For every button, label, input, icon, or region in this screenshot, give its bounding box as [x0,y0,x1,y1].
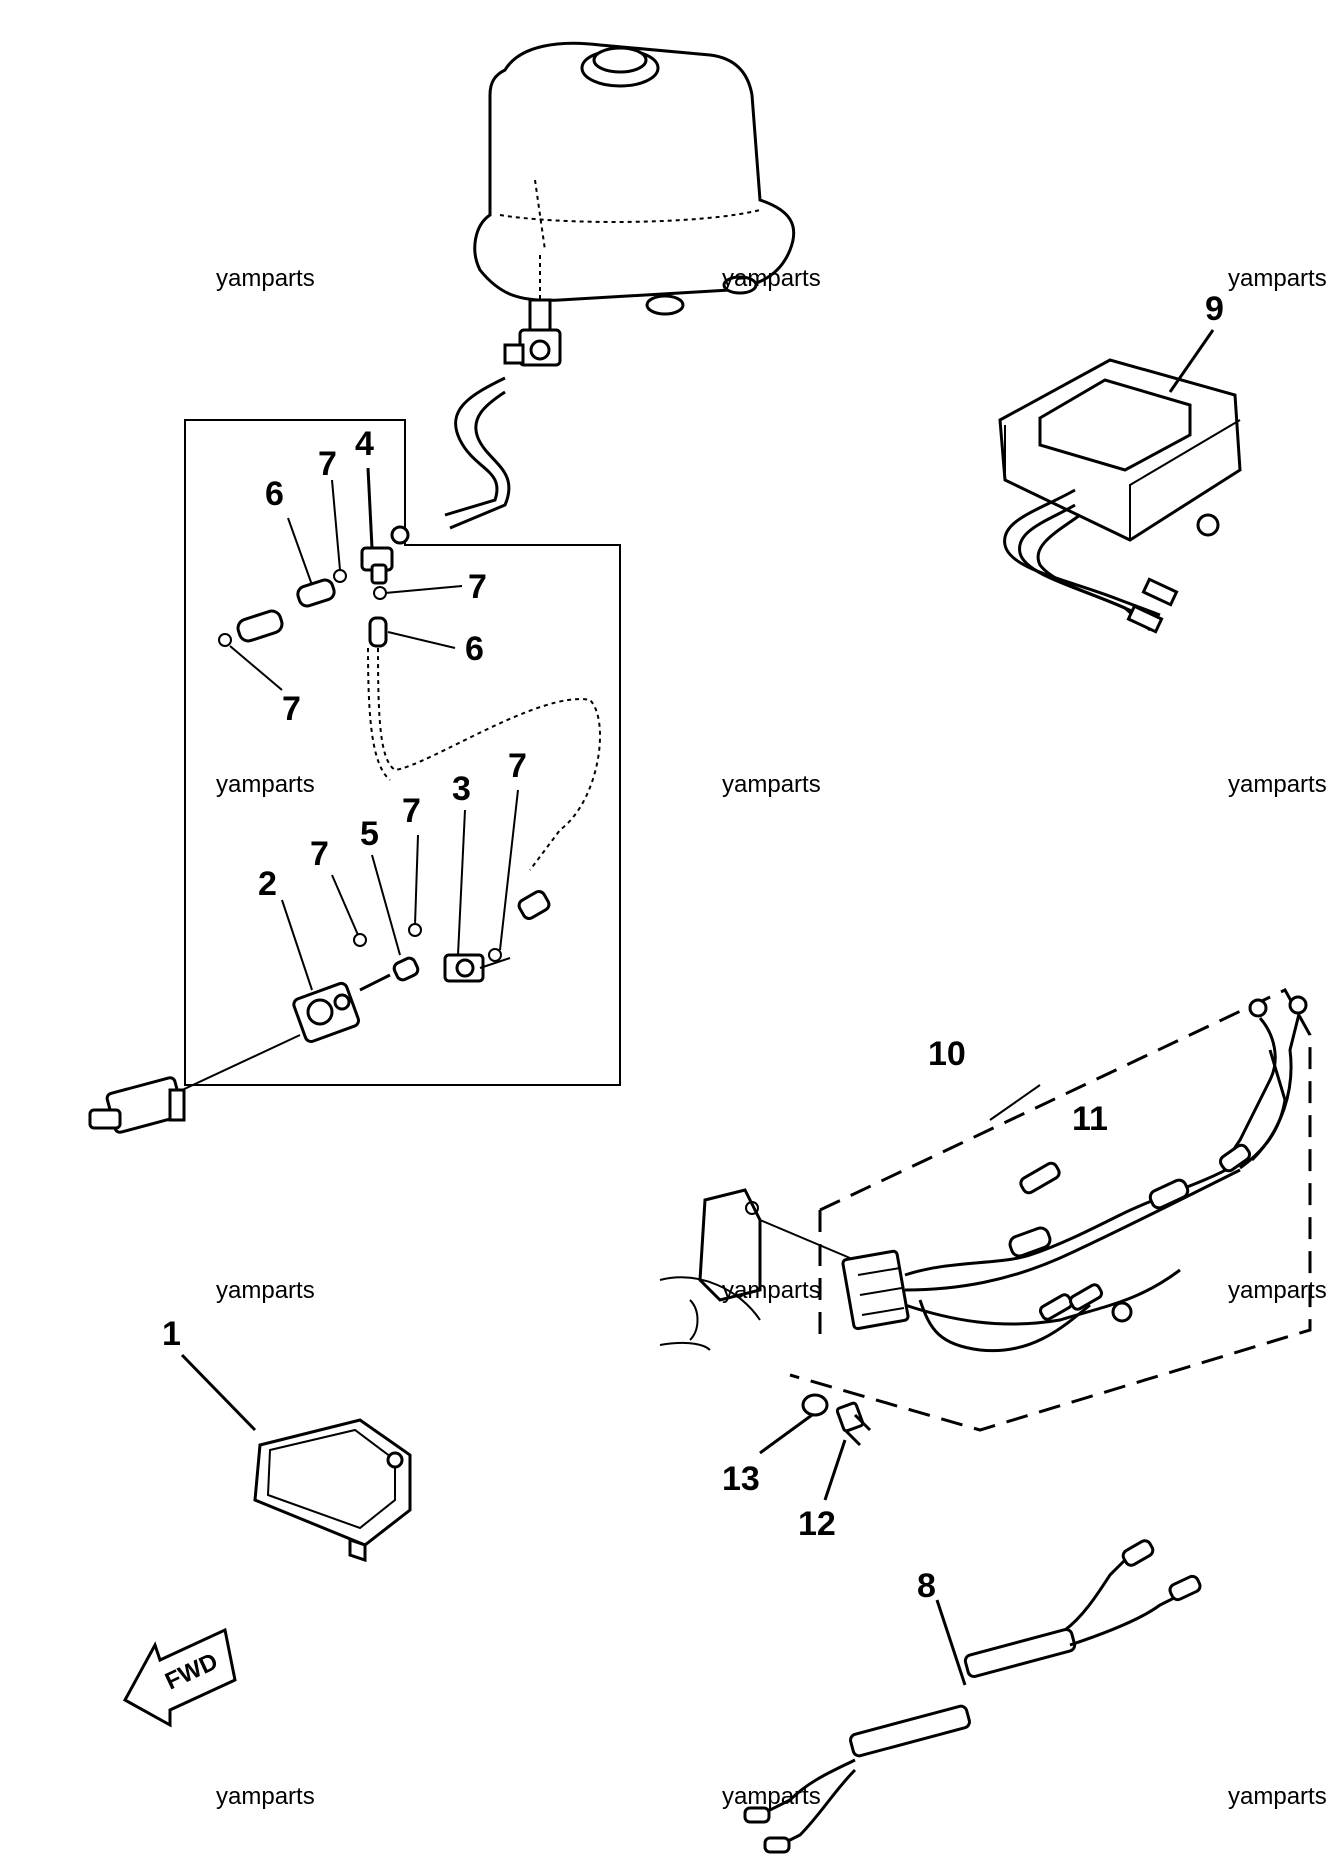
part-8-wire-lead [743,1539,1202,1854]
part-11-fuse [1019,1161,1061,1195]
part-12-bolt [835,1401,872,1447]
inline-connector [88,1076,186,1134]
watermark: yamparts [722,1277,821,1304]
callout-2: 2 [258,865,277,903]
part-6-hose-c [368,616,388,648]
callout-4: 4 [355,425,374,463]
fuel-hose-main [444,376,506,517]
callout-1: 1 [162,1315,181,1353]
callout-7f: 7 [310,835,329,873]
watermark: yamparts [1228,771,1327,798]
callout-7b: 7 [468,568,487,606]
fuel-cock [503,255,562,367]
callout-7c: 7 [282,690,301,728]
callout-9: 9 [1205,290,1224,328]
callout-7e: 7 [402,792,421,830]
watermark: yamparts [216,1783,315,1810]
fwd-arrow: FWD [122,1627,237,1728]
watermark: yamparts [1228,265,1327,292]
harness-connector-block [841,1249,910,1331]
part-1-bracket [253,1418,412,1563]
mounting-bracket [659,1188,762,1351]
watermark: yamparts [216,771,315,798]
callout-5: 5 [360,815,379,853]
part-3-switch [443,953,511,983]
callout-7d: 7 [508,747,527,785]
part-4-joint [360,525,410,585]
watermark: yamparts [1228,1783,1327,1810]
part-9-cdi-unit [998,358,1242,634]
callout-10: 10 [928,1035,966,1073]
watermark: yamparts [722,1783,821,1810]
callout-3: 3 [452,770,471,808]
part-2-pump [292,981,360,1043]
callout-6b: 6 [465,630,484,668]
watermark: yamparts [216,265,315,292]
part-13-washer [801,1393,829,1417]
callout-11: 11 [1072,1100,1108,1138]
callout-12: 12 [798,1505,836,1543]
callout-13: 13 [722,1460,760,1498]
callout-box [184,419,621,1086]
part-6-hose-a [296,578,336,608]
callout-6a: 6 [265,475,284,513]
callout-7a: 7 [318,445,337,483]
watermark: yamparts [722,265,821,292]
watermark: yamparts [722,771,821,798]
watermark: yamparts [216,1277,315,1304]
callout-8: 8 [917,1567,936,1605]
fuel-tank [473,41,796,316]
part-5-hose [392,956,420,982]
watermark: yamparts [1228,1277,1327,1304]
part-10-harness-box [789,988,1312,1432]
part-6-hose-d [517,890,551,920]
part-6-hose-b [236,609,284,643]
